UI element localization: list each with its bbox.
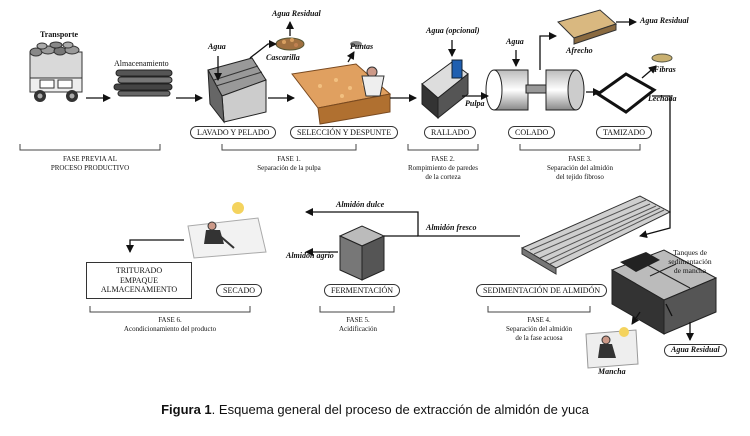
phase-2-desc-2: de la corteza (425, 172, 461, 181)
phase-previa-line2: PROCESO PRODUCTIVO (50, 163, 130, 172)
rasper-illustration (421, 59, 469, 120)
label-agua-residual-1: Agua Residual (272, 9, 321, 18)
label-afrecho: Afrecho (566, 46, 593, 55)
phase-4: FASE 4. Separación del almidón de la fas… (476, 316, 602, 342)
label-almacenamiento: Almacenamiento (114, 59, 169, 68)
phase-4-desc-1: Separación del almidón (505, 324, 573, 333)
label-tanques-line1: Tanques de (673, 248, 707, 257)
label-mancha: Mancha (598, 367, 626, 376)
fermentation-tank-illustration (338, 225, 386, 281)
label-tanques-line3: de mancha (673, 266, 707, 275)
label-agua-residual-3: Agua Residual (664, 344, 727, 357)
phase-previa: FASE PREVIA AL PROCESO PRODUCTIVO (20, 155, 160, 173)
washing-drum-illustration (207, 57, 267, 124)
phase-5-title: FASE 5. (346, 316, 370, 324)
step-colado: COLADO (508, 126, 556, 139)
step-triturado-empaque: TRITURADO EMPAQUE ALMACENAMIENTO (86, 262, 192, 299)
phase-5-desc: Acidificación (338, 324, 378, 333)
drying-worker-illustration (187, 202, 267, 259)
label-agua-opcional: Agua (opcional) (426, 26, 480, 35)
sieve-rollers-illustration (485, 69, 585, 111)
phase-6-desc: Acondicionamiento del producto (123, 324, 217, 333)
step-sedimentacion: SEDIMENTACIÓN DE ALMIDÓN (476, 284, 608, 297)
phase-4-title: FASE 4. (527, 316, 551, 324)
label-tanques-line2: sedimentación (668, 257, 712, 266)
fibras-pile-illustration (651, 53, 673, 63)
label-tanques: Tanques de sedimentación de mancha (650, 248, 730, 275)
figure-caption: Figura 1. Esquema general del proceso de… (0, 402, 750, 417)
label-almidon-fresco: Almidón fresco (426, 223, 477, 232)
truck-illustration (29, 41, 83, 102)
sedimentation-tanks-illustration (610, 249, 718, 335)
phase-6: FASE 6. Acondicionamiento del producto (90, 316, 250, 334)
phase-2-title: FASE 2. (431, 155, 455, 163)
phase-brackets (19, 144, 641, 313)
phase-5: FASE 5. Acidificación (316, 316, 400, 334)
label-almidon-dulce: Almidón dulce (336, 200, 385, 209)
phase-1-title: FASE 1. (277, 155, 301, 163)
step-secado: SECADO (216, 284, 263, 297)
step-seleccion-despunte: SELECCIÓN Y DESPUNTE (290, 126, 399, 139)
selection-table-illustration (291, 41, 392, 125)
label-puntas: Puntas (350, 42, 374, 51)
screen-frame-illustration (595, 72, 657, 114)
phase-previa-line1: FASE PREVIA AL (63, 155, 117, 163)
afrecho-tray-illustration (557, 9, 617, 45)
label-agua-2: Agua (506, 37, 524, 46)
sedimentation-channels-illustration (520, 195, 672, 275)
label-agua-1: Agua (208, 42, 226, 51)
figure-caption-label: Figura 1 (161, 402, 212, 417)
phase-3-desc-1: Separación del almidón (546, 163, 614, 172)
phase-3-desc-2: del tejido fibroso (556, 172, 604, 181)
step-lavado-pelado: LAVADO Y PELADO (190, 126, 277, 139)
label-agua-residual-2: Agua Residual (640, 16, 689, 25)
mancha-worker-illustration (585, 327, 639, 369)
label-lechada: Lechada (648, 94, 677, 103)
phase-4-desc-2: de la fase acuosa (515, 333, 563, 342)
cascarilla-pile-illustration (275, 37, 305, 51)
phase-1: FASE 1. Separación de la pulpa (222, 155, 356, 173)
phase-3: FASE 3. Separación del almidón del tejid… (520, 155, 640, 181)
phase-2: FASE 2. Rompimiento de paredes de la cor… (398, 155, 488, 181)
flow-arrows (86, 18, 694, 341)
storage-stack-illustration (113, 69, 173, 97)
step-triturado-line1: TRITURADO (115, 266, 163, 275)
step-tamizado: TAMIZADO (596, 126, 653, 139)
label-transporte: Transporte (40, 30, 79, 39)
step-rallado: RALLADO (424, 126, 477, 139)
label-fibras: Fibras (654, 65, 676, 74)
phase-6-title: FASE 6. (158, 316, 182, 324)
phase-2-desc-1: Rompimiento de paredes (408, 163, 478, 172)
step-fermentacion: FERMENTACIÓN (324, 284, 401, 297)
figure-caption-text: . Esquema general del proceso de extracc… (211, 402, 589, 417)
step-triturado-line3: ALMACENAMIENTO (100, 285, 178, 295)
step-triturado-line2: EMPAQUE (120, 275, 158, 285)
label-pulpa: Pulpa (465, 99, 485, 108)
label-cascarilla: Cascarilla (266, 53, 300, 62)
phase-3-title: FASE 3. (568, 155, 592, 163)
phase-1-desc: Separación de la pulpa (257, 163, 321, 172)
label-almidon-agrio: Almidón agrio (286, 251, 334, 260)
